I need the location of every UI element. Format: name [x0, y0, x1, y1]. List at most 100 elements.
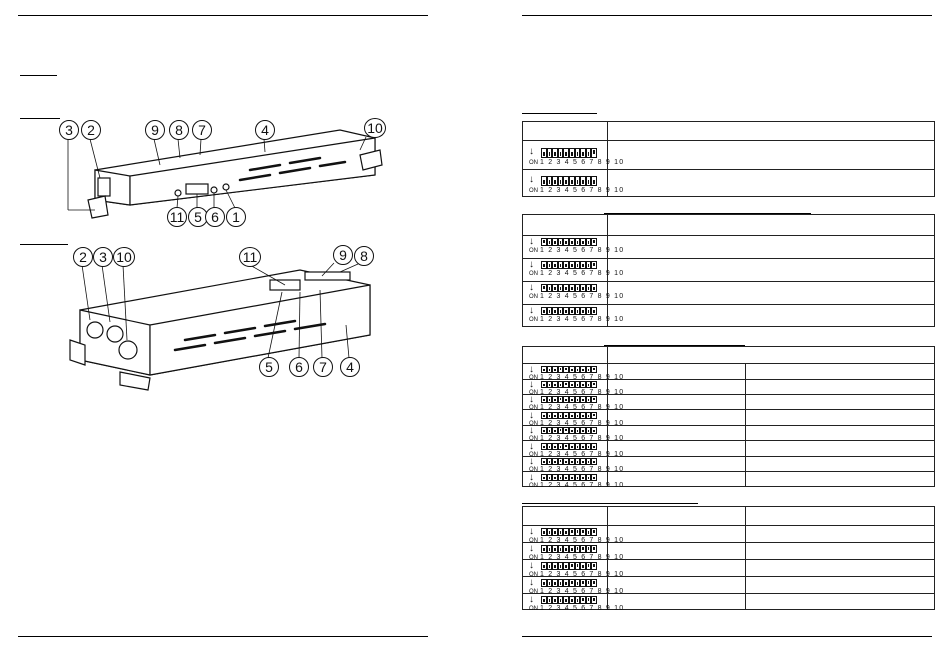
dip-switch-lever [563, 148, 569, 158]
dip-switch-lever [591, 528, 597, 536]
dip-switch-lever [557, 474, 564, 481]
dip-switch-lever [580, 443, 586, 450]
dip-switch-lever [580, 238, 586, 246]
down-arrow-icon: ↓ [529, 259, 534, 270]
dip-on-label: ON [529, 188, 538, 194]
dip-switch-lever [569, 443, 575, 450]
dip-switch-lever [563, 238, 569, 246]
dip-switch-lever [591, 307, 597, 315]
dip-switch-lever [580, 596, 586, 604]
dip-switch-lever [574, 545, 581, 553]
dip-switch-lever [563, 443, 569, 450]
dip-switch-lever [546, 381, 553, 388]
dip-switch-lever [552, 284, 558, 292]
dip-switch-lever [541, 579, 547, 587]
dip-switch-lever [569, 284, 575, 292]
dip-numbers: 1 2 3 4 5 6 7 8 9 10 [540, 389, 625, 396]
dip-on-label: ON [529, 317, 538, 323]
dip-switch-lever [557, 261, 564, 269]
dip-switch-lever [580, 458, 586, 465]
heading-underline [20, 75, 57, 76]
dip-switch-lever [552, 528, 558, 536]
dip-switch-lever [574, 443, 581, 450]
callout-3-bottom: 3 [93, 247, 113, 267]
dip-switch-lever [569, 458, 575, 465]
dip-switch-lever [580, 528, 586, 536]
dip-switch-lever [541, 261, 547, 269]
dip-switch-lever [574, 412, 581, 419]
dip-switch-lever [569, 307, 575, 315]
down-arrow-icon: ↓ [529, 456, 534, 467]
callout-5-bottom: 5 [259, 357, 279, 377]
dip-switch-lever [546, 545, 553, 553]
dip-switch-lever [591, 579, 597, 587]
dip-switch-lever [569, 427, 575, 434]
dip-numbers: 1 2 3 4 5 6 7 8 9 10 [540, 374, 625, 381]
down-arrow-icon: ↓ [529, 410, 534, 421]
dip-switch-lever [563, 381, 569, 388]
dip-switch-lever [580, 579, 586, 587]
dip-switch-lever [563, 261, 569, 269]
dip-switch-lever [546, 579, 553, 587]
dip-switch-lever [541, 176, 547, 186]
dip-on-label: ON [529, 572, 538, 578]
callout-6-bottom: 6 [289, 357, 309, 377]
dip-switch-lever [552, 562, 558, 570]
dip-switch-lever [541, 396, 547, 403]
dip-switch-lever [541, 148, 547, 158]
dip-switch-lever [591, 412, 597, 419]
dip-on-label: ON [529, 538, 538, 544]
dip-switch-lever [585, 458, 592, 465]
dip-switch-lever [574, 261, 581, 269]
down-arrow-icon: ↓ [529, 305, 534, 316]
dip-switch-lever [563, 307, 569, 315]
dip-numbers: 1 2 3 4 5 6 7 8 9 10 [540, 588, 625, 595]
callout-8-top: 8 [169, 120, 189, 140]
dip-switch-lever [552, 474, 558, 481]
dip-switch-lever [541, 458, 547, 465]
top-rule-left [18, 15, 428, 16]
dip-switch-lever [569, 579, 575, 587]
dip-switch-lever [585, 545, 592, 553]
dip-switch-lever [546, 261, 553, 269]
dip-switch-lever [569, 545, 575, 553]
dip-switch-lever [563, 458, 569, 465]
dip-on-label: ON [529, 483, 538, 489]
dip-switch-lever [574, 381, 581, 388]
dip-switch-lever [541, 412, 547, 419]
down-arrow-icon: ↓ [529, 364, 534, 375]
down-arrow-icon: ↓ [529, 174, 534, 185]
dip-switch-lever [541, 366, 547, 373]
dip-switch-lever [591, 366, 597, 373]
dip-switch-lever [563, 412, 569, 419]
dip-switch-lever [563, 396, 569, 403]
dip-on-label: ON [529, 160, 538, 166]
dip-switch-lever [541, 545, 547, 553]
dip-switch-lever [563, 596, 569, 604]
dip-switch-lever [585, 596, 592, 604]
dip-numbers: 1 2 3 4 5 6 7 8 9 10 [540, 571, 625, 578]
dip-on-label: ON [529, 248, 538, 254]
dip-switch-lever [557, 396, 564, 403]
dip-switch-lever [557, 579, 564, 587]
dip-switch-lever [585, 579, 592, 587]
dip-switch-lever [585, 307, 592, 315]
dip-switch-lever [552, 176, 558, 186]
dip-on-label: ON [529, 390, 538, 396]
dip-switch-lever [580, 427, 586, 434]
dip-switch-lever [557, 381, 564, 388]
table2-heading-underline [604, 213, 811, 214]
dip-switch-lever [557, 412, 564, 419]
dip-switch-lever [557, 366, 564, 373]
dip-switch-lever [591, 396, 597, 403]
dip-switch-lever [591, 176, 597, 186]
dip-switch-lever [569, 596, 575, 604]
dip-switch-lever [552, 238, 558, 246]
dip-switch-lever [580, 545, 586, 553]
